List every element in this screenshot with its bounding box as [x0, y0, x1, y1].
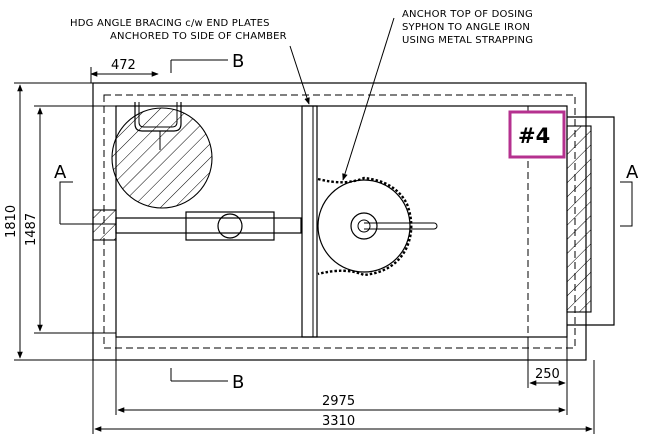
dim-3310-label: 3310	[322, 414, 355, 429]
outlet-frame	[567, 116, 615, 326]
anchor-note-line2: SYPHON TO ANGLE IRON	[402, 22, 530, 33]
dosing-syphon-circle	[317, 179, 411, 273]
syphon-arm	[364, 222, 438, 230]
dim-1487-label: 1487	[24, 213, 39, 246]
syphon-core-inner	[357, 219, 371, 233]
pipe-fitting	[185, 211, 275, 241]
dim-2975-label: 2975	[322, 394, 355, 409]
section-b-top-label: B	[232, 51, 244, 72]
section-a-left-label: A	[54, 162, 67, 183]
section-a-right-line	[620, 181, 633, 227]
outlet-hatched-wall	[566, 125, 592, 313]
metal-strapping	[317, 176, 413, 277]
u-bracket	[134, 102, 182, 132]
u-bracket-inner	[138, 102, 178, 128]
inlet-pipe	[115, 217, 302, 234]
tag-label: #4	[518, 124, 550, 148]
section-a-right-label: A	[626, 162, 639, 183]
angle-bracing-beam	[301, 105, 318, 338]
anchor-note-line3: USING METAL STRAPPING	[402, 35, 533, 46]
dim-472-label: 472	[111, 58, 136, 73]
section-b-bottom-label: B	[232, 372, 244, 393]
bracing-note-line1: HDG ANGLE BRACING c/w END PLATES	[70, 18, 270, 29]
anchor-note-leader	[342, 17, 395, 181]
section-a-left-line	[59, 181, 73, 224]
bracing-note-leader	[289, 45, 310, 105]
hatched-tank-circle	[111, 107, 213, 209]
bracing-note-line2: ANCHORED TO SIDE OF CHAMBER	[110, 31, 287, 42]
dim-1810-label: 1810	[4, 205, 19, 238]
pipe-fitting-circle	[217, 213, 243, 239]
anchor-note-line1: ANCHOR TOP OF DOSING	[402, 9, 533, 20]
inlet-hatched-wall	[92, 209, 117, 241]
tag-box	[508, 110, 566, 159]
syphon-core-outer	[350, 212, 378, 240]
dim-250-label: 250	[535, 367, 560, 382]
